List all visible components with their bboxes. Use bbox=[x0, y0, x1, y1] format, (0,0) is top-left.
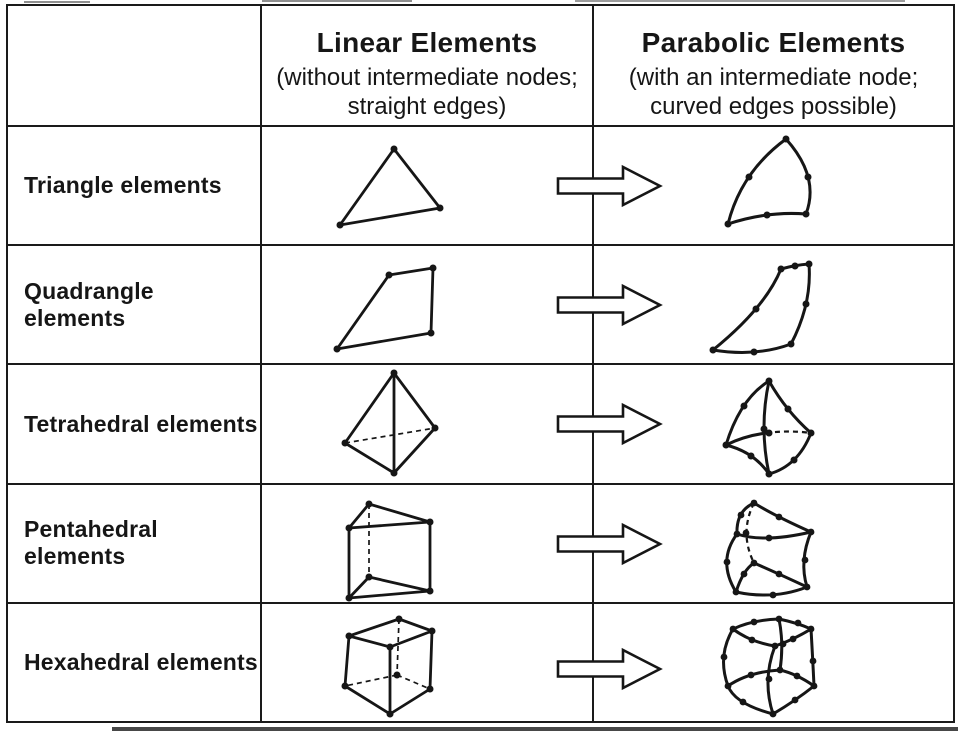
element-edges bbox=[726, 137, 812, 226]
parabolic-pentahedron-drawing bbox=[723, 499, 815, 599]
parabolic-drawing-cell bbox=[594, 365, 953, 482]
element-types-table: Linear Elements (without intermediate no… bbox=[6, 4, 955, 723]
element-nodes bbox=[723, 499, 815, 599]
element-nodes bbox=[720, 615, 818, 718]
scan-artifact bbox=[24, 1, 90, 3]
header-corner-cell bbox=[8, 6, 262, 125]
element-nodes bbox=[333, 264, 437, 353]
table-row-triangle: Triangle elements bbox=[8, 127, 953, 247]
element-nodes bbox=[724, 135, 812, 228]
linear-elements-subtitle: (without intermediate nodes; straight ed… bbox=[276, 64, 578, 120]
linear-hexahedron-drawing bbox=[341, 615, 436, 718]
scan-artifact bbox=[262, 0, 412, 2]
parabolic-triangle-drawing bbox=[724, 135, 812, 228]
row-label: Tetrahedral elements bbox=[24, 410, 258, 437]
linear-drawing-cell bbox=[262, 603, 594, 722]
row-label-cell: Triangle elements bbox=[8, 127, 262, 245]
scan-artifact bbox=[575, 0, 905, 2]
linear-quadrangle-drawing bbox=[333, 264, 437, 353]
parabolic-quadrangle-drawing bbox=[709, 260, 813, 356]
linear-elements-title: Linear Elements bbox=[316, 27, 538, 58]
table-row-hexahedral: Hexahedral elements bbox=[8, 603, 953, 722]
table-row-quadrangle: Quadrangle elements bbox=[8, 246, 953, 366]
row-label: Triangle elements bbox=[24, 172, 222, 199]
parabolic-drawing-cell bbox=[594, 127, 953, 244]
linear-pentahedron-drawing bbox=[345, 500, 434, 602]
table-row-pentahedral: Pentahedral elements bbox=[8, 484, 953, 604]
header-linear-elements: Linear Elements (without intermediate no… bbox=[262, 6, 594, 125]
right-arrow-icon bbox=[556, 284, 663, 327]
element-edges bbox=[343, 617, 434, 716]
parabolic-elements-title: Parabolic Elements bbox=[641, 27, 906, 58]
linear-drawing-cell bbox=[262, 484, 594, 602]
parabolic-elements-subtitle: (with an intermediate node; curved edges… bbox=[628, 64, 919, 120]
row-label-cell: Hexahedral elements bbox=[8, 603, 262, 722]
element-nodes bbox=[336, 145, 444, 229]
element-edges bbox=[711, 262, 811, 355]
element-edges bbox=[335, 266, 435, 351]
row-label: Hexahedral elements bbox=[24, 648, 258, 675]
hidden-edges bbox=[344, 618, 431, 690]
element-edges bbox=[343, 371, 437, 474]
row-label-cell: Quadrangle elements bbox=[8, 246, 262, 364]
parabolic-hexahedron-drawing bbox=[720, 615, 818, 718]
element-nodes bbox=[341, 615, 436, 718]
element-nodes bbox=[709, 260, 813, 356]
parabolic-drawing-cell bbox=[594, 604, 953, 721]
row-label-cell: Tetrahedral elements bbox=[8, 365, 262, 483]
element-edges bbox=[722, 617, 816, 716]
linear-drawing-cell bbox=[262, 127, 594, 245]
element-nodes bbox=[345, 500, 434, 602]
element-nodes bbox=[722, 377, 815, 477]
scan-shadow-line bbox=[112, 727, 958, 731]
right-arrow-icon bbox=[556, 164, 663, 208]
right-arrow-icon bbox=[556, 403, 663, 446]
row-label-cell: Pentahedral elements bbox=[8, 484, 262, 602]
parabolic-tetrahedron-drawing bbox=[722, 377, 815, 477]
element-nodes bbox=[341, 369, 439, 476]
linear-drawing-cell bbox=[262, 246, 594, 364]
element-edges bbox=[347, 502, 432, 600]
parabolic-drawing-cell bbox=[594, 246, 953, 363]
element-edges bbox=[724, 379, 813, 475]
hidden-edge bbox=[344, 426, 436, 444]
row-label: Quadrangle elements bbox=[24, 277, 154, 331]
table-header-row: Linear Elements (without intermediate no… bbox=[8, 6, 953, 127]
linear-drawing-cell bbox=[262, 365, 594, 483]
hidden-edge bbox=[765, 429, 812, 434]
header-parabolic-elements: Parabolic Elements (with an intermediate… bbox=[594, 6, 953, 125]
table-row-tetrahedral: Tetrahedral elements bbox=[8, 365, 953, 485]
element-edges bbox=[338, 147, 442, 227]
right-arrow-icon bbox=[556, 647, 663, 690]
linear-tetrahedron-drawing bbox=[341, 369, 439, 476]
parabolic-drawing-cell bbox=[594, 485, 953, 602]
right-arrow-icon bbox=[556, 522, 663, 565]
linear-triangle-drawing bbox=[336, 145, 444, 229]
row-label: Pentahedral elements bbox=[24, 516, 158, 570]
